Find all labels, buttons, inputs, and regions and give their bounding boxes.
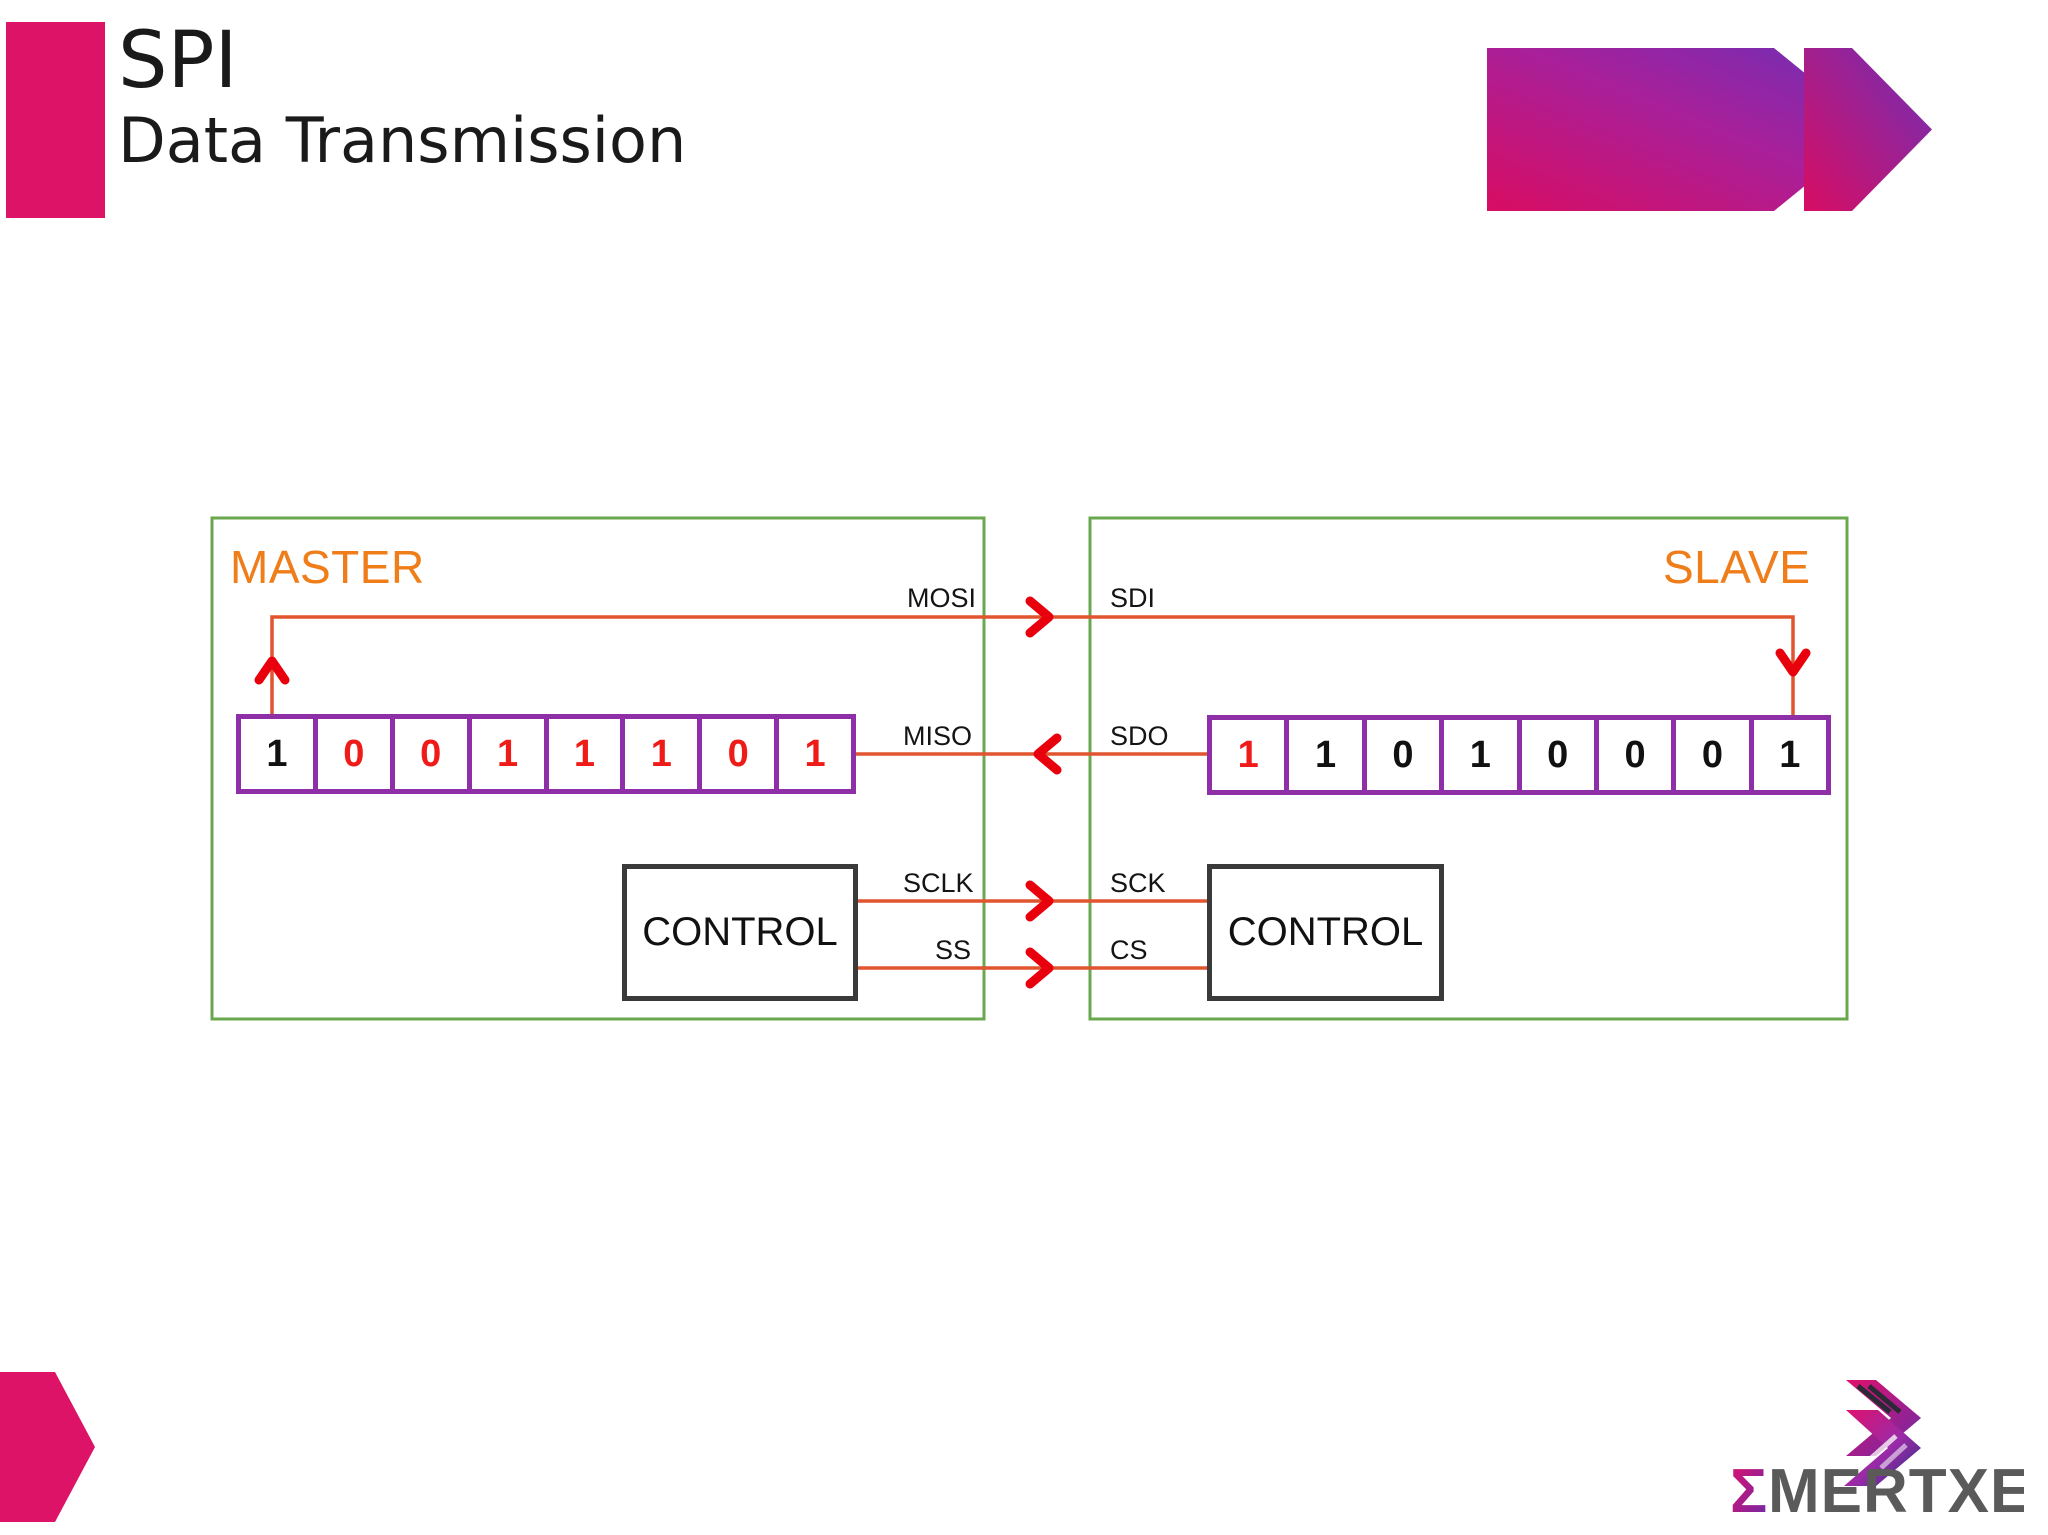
signal-label-mosi: MOSI (907, 583, 977, 613)
emertxe-wordmark: MERTXE (1768, 1457, 2024, 1520)
signal-label-cs: CS (1110, 935, 1148, 965)
signal-label-sdi: SDI (1110, 583, 1156, 613)
signal-label-sclk: SCLK (903, 868, 974, 898)
master-control-block[interactable]: CONTROL (622, 864, 858, 1001)
emertxe-logo: Σ MERTXE (1706, 1360, 2024, 1520)
master-bit-1: 0 (318, 719, 395, 789)
slave-bit-3: 1 (1444, 720, 1522, 790)
signal-label-sck: SCK (1110, 868, 1166, 898)
wire-mosi (270, 615, 1795, 716)
signal-label-miso: MISO (903, 721, 973, 751)
header-accent-bar (6, 22, 105, 218)
title-block: SPI Data Transmission (118, 16, 687, 178)
slave-bit-2: 0 (1367, 720, 1445, 790)
slave-bit-7: 1 (1779, 733, 1801, 776)
master-bit-2: 0 (395, 719, 472, 789)
master-shift-register[interactable]: 1 0 0 1 1 1 0 1 (236, 714, 856, 794)
master-bit-3: 1 (472, 719, 549, 789)
slave-shift-register[interactable]: 1 1 0 1 0 0 0 1 (1207, 715, 1831, 795)
slave-control-block[interactable]: CONTROL (1207, 864, 1444, 1001)
slave-title: SLAVE (1663, 541, 1811, 593)
header-banner-chevron-icon (1484, 28, 1932, 231)
slave-bit-6: 0 (1676, 720, 1754, 790)
signal-label-ss: SS (935, 935, 972, 965)
arrow-ss-right (1025, 947, 1054, 989)
slave-bit-0: 1 (1212, 720, 1290, 790)
footer-accent-arrow-icon (0, 1372, 95, 1522)
page-title: SPI (118, 16, 238, 106)
master-bit-4: 1 (549, 719, 626, 789)
arrow-mosi-down (1775, 648, 1811, 677)
arrow-sclk-right (1025, 880, 1054, 922)
signal-label-sdo: SDO (1110, 721, 1169, 751)
emertxe-chevron-icon (1844, 1380, 1921, 1486)
master-bit-5: 1 (625, 719, 703, 789)
slave-bit-5: 0 (1599, 720, 1677, 790)
master-bit-0: 1 (241, 719, 318, 789)
arrow-miso-left (1033, 733, 1062, 775)
slave-bit-1: 1 (1289, 720, 1367, 790)
master-bit-7: 1 (804, 732, 826, 775)
arrow-mosi-right (1025, 596, 1054, 638)
page-subtitle: Data Transmission (118, 104, 687, 178)
slave-bit-4: 0 (1522, 720, 1599, 790)
arrow-mosi-up (254, 656, 290, 685)
emertxe-sigma-mark: Σ (1730, 1457, 1767, 1520)
master-title: MASTER (230, 541, 425, 593)
master-bit-6: 0 (702, 719, 780, 789)
